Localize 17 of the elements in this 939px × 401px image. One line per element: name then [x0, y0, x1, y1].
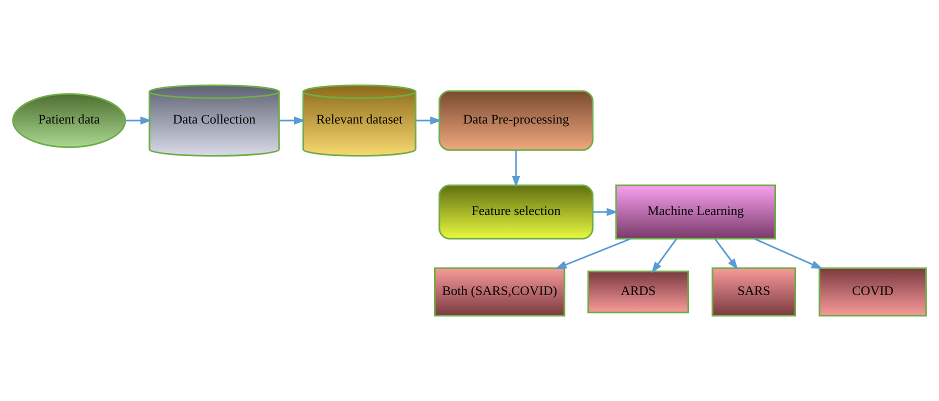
node-ellipse: Patient data [12, 93, 126, 148]
node-box: Both (SARS,COVID) [434, 267, 566, 317]
arrow [651, 238, 678, 274]
arrow [714, 238, 738, 270]
node-box: COVID [818, 267, 927, 317]
arrow [512, 150, 520, 188]
node-box: SARS [712, 267, 796, 317]
arrow [592, 208, 618, 216]
arrow [416, 116, 442, 125]
arrow [126, 116, 152, 125]
arrow [279, 116, 306, 125]
arrow [754, 238, 823, 270]
node-box: Feature selection [438, 184, 594, 240]
arrow [555, 238, 632, 269]
node-box: Machine Learning [615, 184, 776, 240]
node-box: ARDS [587, 270, 690, 314]
node-box: Data Pre-processing [438, 90, 594, 151]
